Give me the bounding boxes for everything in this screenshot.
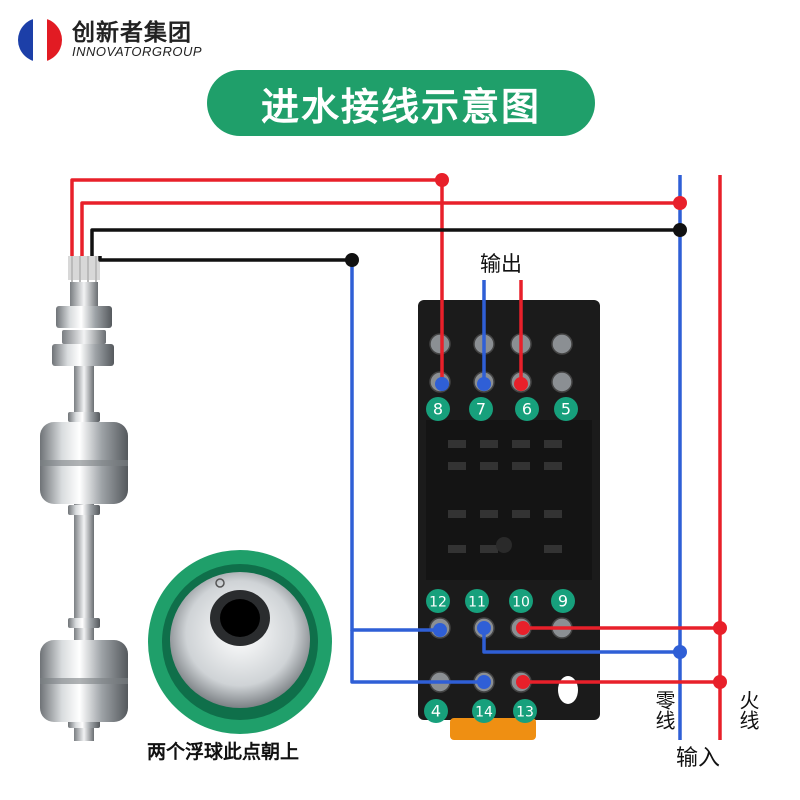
- junction-dots: [345, 173, 727, 689]
- terminal-badge-bg: [509, 589, 533, 613]
- float-closeup: [148, 550, 332, 734]
- float-note: 两个浮球此点朝上: [147, 741, 300, 763]
- wire-black: [98, 256, 352, 262]
- terminal-7: 7: [476, 400, 486, 419]
- terminal-5: 5: [561, 400, 571, 419]
- wire-red-to-input: [80, 201, 680, 256]
- wire-black-to-input: [90, 228, 680, 256]
- relay-base: [418, 300, 600, 740]
- terminal-badge-bg: [515, 397, 539, 421]
- terminal-badge-bg: [465, 589, 489, 613]
- terminal-badges: 8 7 6 5 12 11 10 9 4 14 13: [424, 397, 578, 723]
- wire-11-neutral: [482, 628, 680, 654]
- terminal-badge-bg: [472, 699, 496, 723]
- terminal-9: 9: [558, 592, 568, 611]
- brand-subtitle: INNOVATORGROUP: [72, 44, 203, 59]
- neutral-label: 零线: [652, 690, 676, 730]
- terminal-13: 13: [516, 705, 534, 721]
- brand-name: 创新者集团: [72, 20, 192, 46]
- terminal-14: 14: [475, 705, 493, 721]
- terminal-badge-bg: [469, 397, 493, 421]
- brand-logo: [18, 18, 62, 62]
- terminal-badge-bg: [513, 699, 537, 723]
- terminal-badge-bg: [426, 397, 450, 421]
- output-label: 输出: [480, 252, 522, 276]
- terminal-10: 10: [512, 595, 530, 611]
- terminal-6: 6: [522, 400, 532, 419]
- terminal-badge-bg: [424, 699, 448, 723]
- terminal-12: 12: [429, 595, 447, 611]
- terminal-4: 4: [431, 702, 441, 721]
- wire-blue-to-14: [350, 630, 484, 684]
- terminal-11: 11: [468, 595, 486, 611]
- page-title: 进水接线示意图: [207, 70, 595, 136]
- terminal-badge-bg: [426, 589, 450, 613]
- wire-red-to-8: [70, 178, 444, 382]
- live-label: 火线: [736, 690, 760, 730]
- terminal-badge-bg: [554, 397, 578, 421]
- float-switch: [40, 256, 128, 741]
- terminal-8: 8: [433, 400, 443, 419]
- terminal-badge-bg: [551, 589, 575, 613]
- input-label: 输入: [676, 746, 721, 771]
